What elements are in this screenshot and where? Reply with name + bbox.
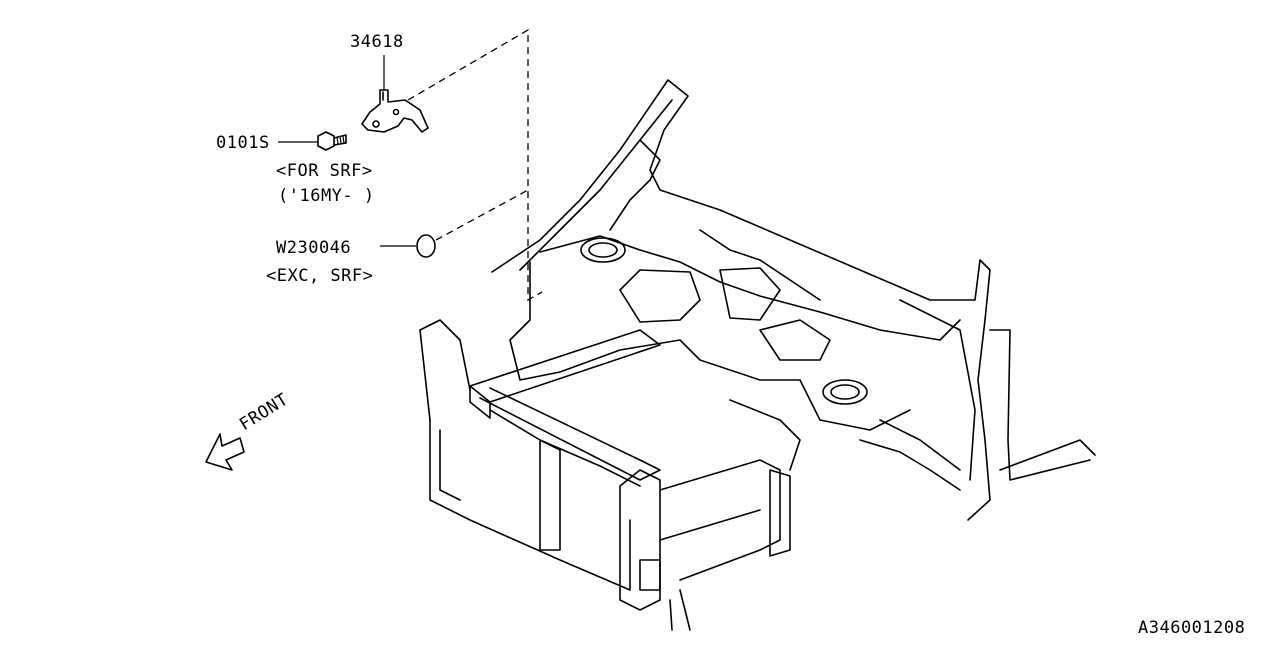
note-exc-srf: <EXC, SRF> — [266, 266, 374, 286]
part-number-34618: 34618 — [350, 32, 404, 52]
diagram-code: A346001208 — [1138, 618, 1246, 638]
front-frame-body-drawing — [419, 79, 1096, 631]
bolt-0101s-drawing — [317, 131, 347, 151]
install-path-lines — [407, 28, 543, 302]
note-16my: ('16MY- ) — [278, 186, 375, 206]
front-direction-arrow — [205, 433, 245, 471]
bracket-34618-drawing — [361, 89, 429, 133]
plug-w230046-drawing — [416, 234, 436, 258]
note-for-srf: <FOR SRF> — [276, 161, 373, 181]
part-number-0101s: 0101S — [216, 133, 270, 153]
part-number-w230046: W230046 — [276, 238, 352, 258]
